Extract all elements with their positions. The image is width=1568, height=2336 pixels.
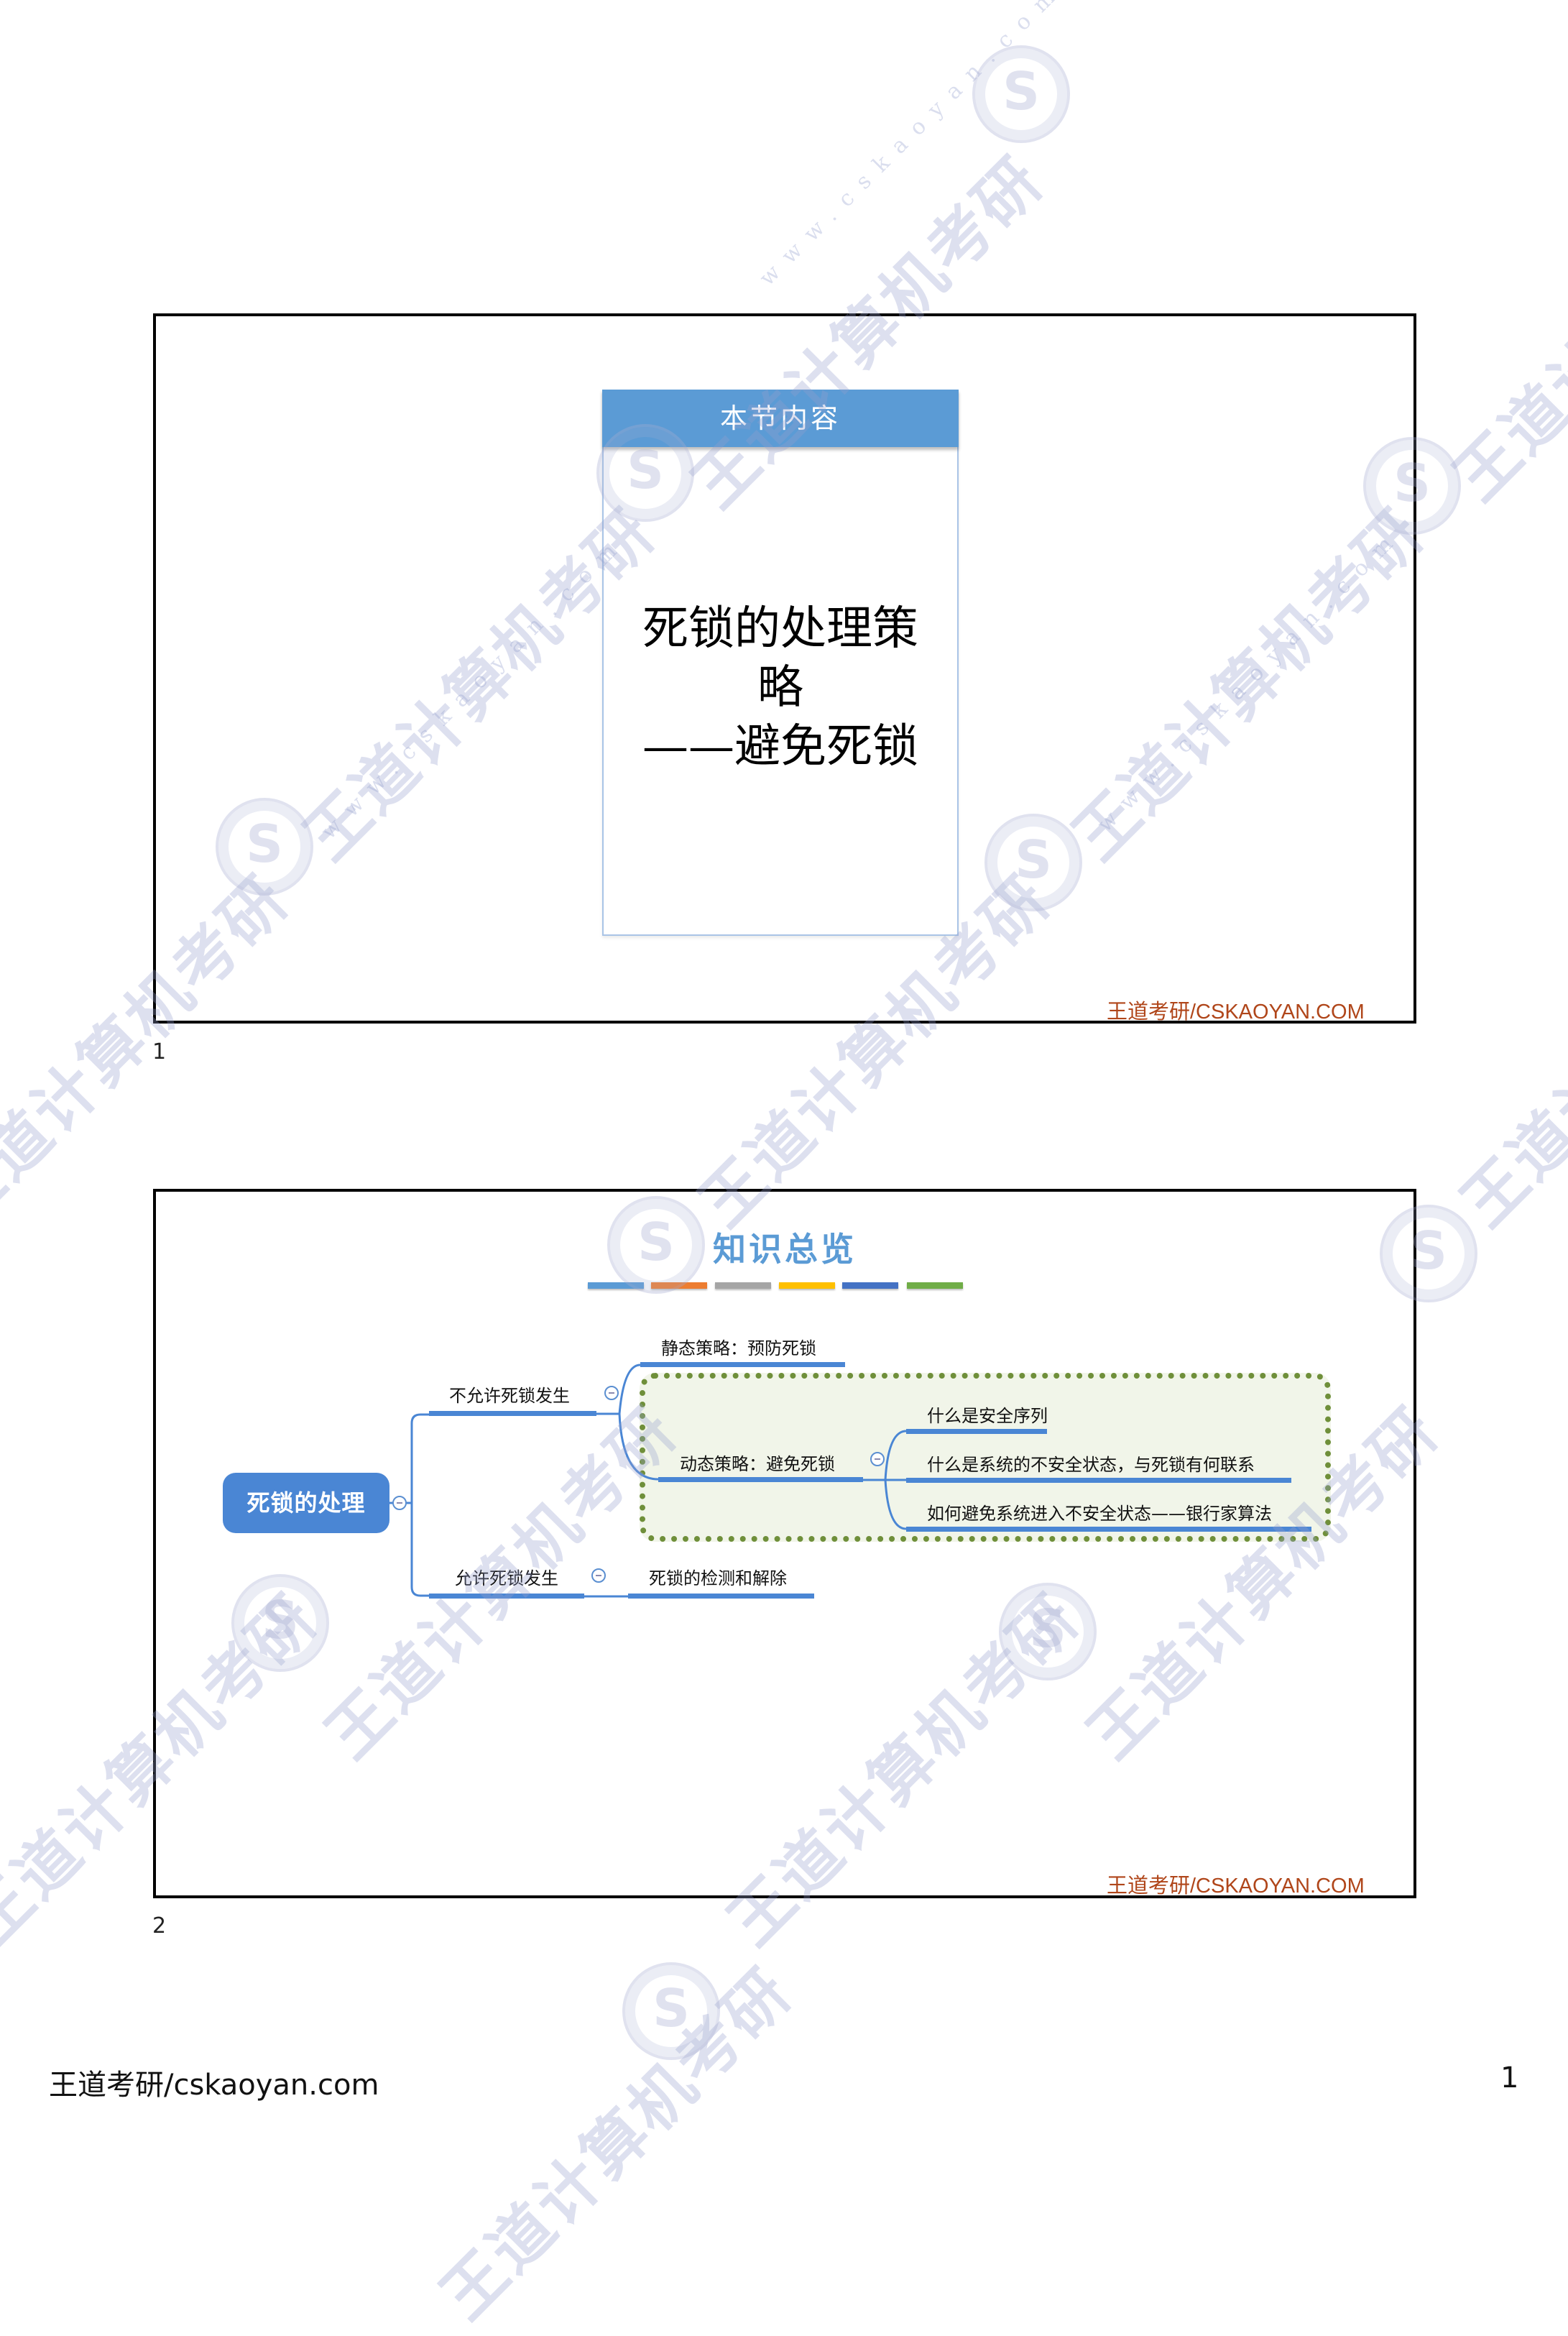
color-bar-dark-blue — [842, 1282, 898, 1289]
leaf-unsafe-state-underline — [906, 1478, 1291, 1483]
leaf-unsafe-state[interactable]: 什么是系统的不安全状态，与死锁有何联系 — [927, 1455, 1255, 1475]
color-bar-green — [907, 1282, 963, 1289]
branch-allow-collapse-icon[interactable] — [591, 1568, 606, 1583]
leaf-bankers-algorithm[interactable]: 如何避免系统进入不安全状态——银行家算法 — [927, 1504, 1272, 1524]
leaf-safe-sequence-underline — [906, 1429, 1047, 1434]
leaf-safe-sequence[interactable]: 什么是安全序列 — [927, 1406, 1048, 1426]
slide-2-footer: 王道考研/CSKAOYAN.COM — [1107, 1875, 1365, 1898]
overview-title: 知识总览 — [713, 1230, 857, 1269]
slide-title-line-1: 死锁的处理策 — [642, 602, 918, 656]
color-bar-orange — [651, 1282, 707, 1289]
card-header: 本节内容 — [602, 390, 959, 447]
leaf-bankers-underline — [906, 1527, 1311, 1532]
root-collapse-icon[interactable] — [392, 1496, 407, 1510]
color-bar-gray — [715, 1282, 771, 1289]
node-dynamic-collapse-icon[interactable] — [870, 1452, 885, 1466]
branch-allow-underline — [429, 1594, 584, 1599]
branch-allow-deadlock[interactable]: 允许死锁发生 — [455, 1568, 558, 1588]
color-bar-blue — [588, 1282, 644, 1289]
slide-2 — [153, 1189, 1416, 1898]
highlight-region — [640, 1373, 1331, 1542]
node-static-strategy[interactable]: 静态策略：预防死锁 — [661, 1338, 816, 1358]
mindmap-connectors — [389, 1364, 907, 1598]
branch-disallow-deadlock[interactable]: 不允许死锁发生 — [449, 1386, 570, 1406]
node-dynamic-strategy[interactable]: 动态策略：避免死锁 — [680, 1454, 835, 1474]
mindmap-root-node[interactable]: 死锁的处理 — [223, 1473, 389, 1533]
node-detect-and-recover[interactable]: 死锁的检测和解除 — [649, 1568, 787, 1588]
slide-title: 死锁的处理策 略 ——避免死锁 — [604, 599, 957, 776]
page-footer-site: 王道考研/cskaoyan.com — [49, 2069, 379, 2102]
section-content-card: 本节内容 死锁的处理策 略 ——避免死锁 — [602, 390, 959, 936]
slide-1-footer: 王道考研/CSKAOYAN.COM — [1107, 1001, 1365, 1024]
page-number: 1 — [1500, 2061, 1519, 2094]
slide-1-number: 1 — [152, 1039, 167, 1064]
slide-2-number: 2 — [152, 1913, 167, 1939]
branch-disallow-underline — [429, 1411, 596, 1416]
node-detect-underline — [628, 1594, 814, 1599]
branch-disallow-collapse-icon[interactable] — [604, 1386, 619, 1400]
color-bar-yellow — [779, 1282, 835, 1289]
node-static-underline — [640, 1362, 845, 1367]
slide-title-line-2: 略 — [757, 661, 803, 714]
slide-title-line-3: ——避免死锁 — [642, 720, 918, 773]
node-dynamic-underline — [658, 1477, 863, 1482]
